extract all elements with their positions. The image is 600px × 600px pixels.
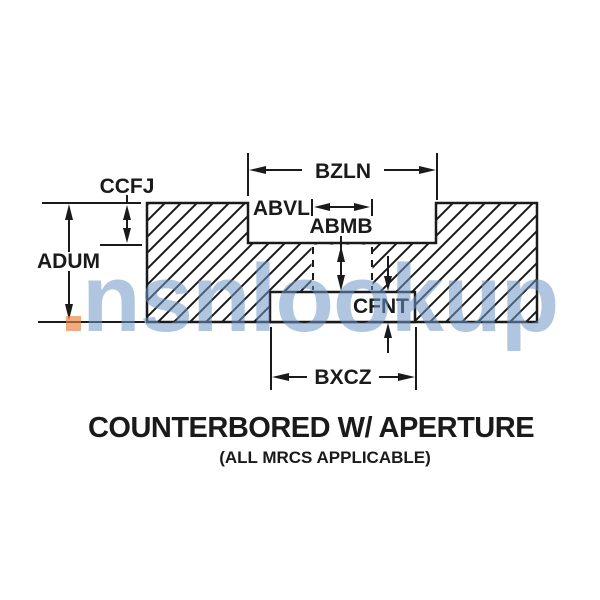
bzln-arrow-left: [249, 166, 266, 174]
dim-ccfj: CCFJ: [100, 175, 155, 246]
dim-adum: ADUM: [37, 202, 145, 323]
bxcz-label: BXCZ: [314, 366, 371, 389]
dim-bzln: BZLN: [247, 153, 438, 200]
ccfj-arrow-up: [123, 205, 131, 220]
bxcz-arrow-left: [272, 373, 289, 381]
figure-title: COUNTERBORED W/ APERTURE: [88, 412, 534, 444]
bxcz-arrow-right: [398, 373, 415, 381]
cfnt-label: CFNT: [353, 295, 409, 318]
abvl-arrow-right: [354, 203, 370, 211]
dim-abmb: ABMB: [310, 215, 373, 291]
watermark-text: nsnlookup: [82, 245, 558, 352]
watermark-accent-square: [66, 316, 81, 331]
abvl-label: ABVL: [253, 197, 310, 220]
adum-arrow-up: [65, 204, 73, 220]
abmb-arrow-up: [337, 246, 345, 262]
aperture-plate: [268, 290, 417, 324]
caption: COUNTERBORED W/ APERTURE (ALL MRCS APPLI…: [88, 412, 535, 467]
bzln-arrow-right: [419, 166, 436, 174]
figure-subtitle: (ALL MRCS APPLICABLE): [219, 448, 431, 467]
ccfj-label: CCFJ: [100, 175, 155, 198]
dim-bxcz: BXCZ: [270, 327, 417, 390]
cfnt-arrow-down: [384, 276, 392, 291]
adum-label: ADUM: [37, 250, 100, 273]
dim-abvl: ABVL: [253, 197, 373, 220]
ccfj-arrow-down: [123, 228, 131, 243]
abmb-arrow-down: [337, 275, 345, 291]
adum-arrow-down: [65, 304, 73, 320]
watermark: nsnlookup: [66, 245, 559, 352]
abvl-arrow-left: [314, 203, 330, 211]
abmb-label: ABMB: [310, 215, 373, 238]
dim-cfnt: CFNT: [353, 256, 409, 353]
bzln-label: BZLN: [315, 160, 371, 183]
cfnt-arrow-up: [384, 323, 392, 338]
